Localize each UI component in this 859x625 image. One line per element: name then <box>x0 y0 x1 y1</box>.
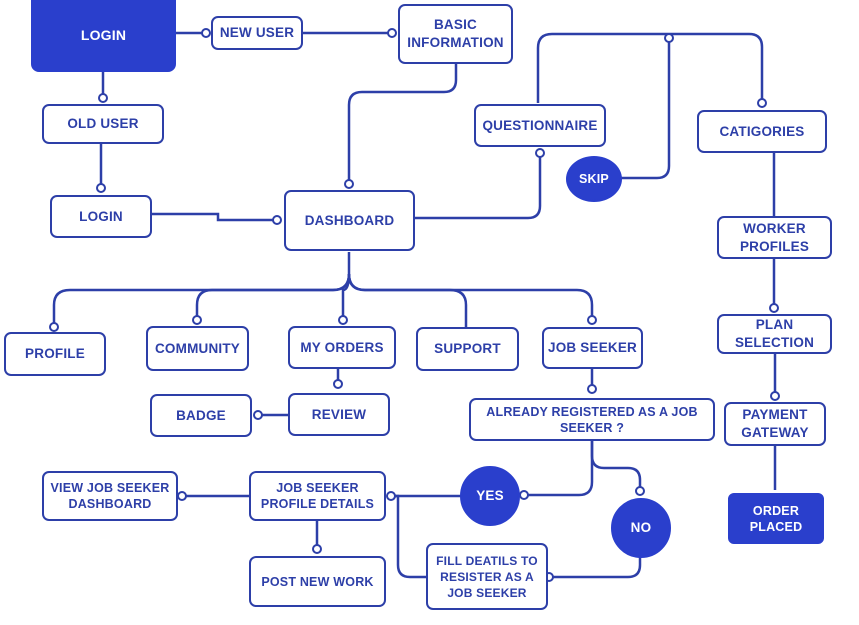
already-registered-node: ALREADY REGISTERED AS A JOB SEEKER ? <box>469 398 715 441</box>
plan-selection-node: PLAN SELECTION <box>717 314 832 354</box>
payment-gateway-node: PAYMENT GATEWAY <box>724 402 826 446</box>
support-label: SUPPORT <box>434 341 501 356</box>
plan-selection-label: PLAN SELECTION <box>734 317 815 350</box>
questionnaire-node: QUESTIONNAIRE <box>474 104 606 147</box>
view-job-seeker-dashboard-label: VIEW JOB SEEKER DASHBOARD <box>50 481 170 511</box>
review-node: REVIEW <box>288 393 390 436</box>
my-orders-label: MY ORDERS <box>300 339 384 355</box>
skip-node: SKIP <box>566 156 622 202</box>
no-label: NO <box>630 520 652 535</box>
skip-label: SKIP <box>579 172 609 186</box>
new-user-label: NEW USER <box>219 25 295 40</box>
old-user-label: OLD USER <box>67 116 139 131</box>
worker-profiles-node: WORKER PROFILES <box>717 216 832 259</box>
questionnaire-label: QUESTIONNAIRE <box>482 117 598 133</box>
order-placed-label: ORDER PLACED <box>749 503 803 534</box>
job-seeker-profile-details-node: JOB SEEKER PROFILE DETAILS <box>249 471 386 521</box>
dashboard-label: DASHBOARD <box>304 212 395 228</box>
post-new-work-node: POST NEW WORK <box>249 556 386 607</box>
old-user-node: OLD USER <box>42 104 164 144</box>
community-node: COMMUNITY <box>146 326 249 371</box>
my-orders-node: MY ORDERS <box>288 326 396 369</box>
job-seeker-node: JOB SEEKER <box>542 327 643 369</box>
fill-details-label: FILL DEATILS TO RESISTER AS A JOB SEEKER <box>436 553 538 600</box>
order-placed-node: ORDER PLACED <box>728 493 824 544</box>
profile-node: PROFILE <box>4 332 106 376</box>
community-label: COMMUNITY <box>154 340 241 356</box>
job-seeker-profile-details-label: JOB SEEKER PROFILE DETAILS <box>260 481 375 511</box>
login-node: LOGIN <box>50 195 152 238</box>
login-main-label: LOGIN <box>80 27 127 43</box>
basic-information-label: BASIC INFORMATION <box>407 17 504 50</box>
job-seeker-label: JOB SEEKER <box>547 340 638 355</box>
badge-label: BADGE <box>176 407 226 423</box>
post-new-work-label: POST NEW WORK <box>261 574 374 589</box>
already-registered-label: ALREADY REGISTERED AS A JOB SEEKER ? <box>486 404 698 435</box>
view-job-seeker-dashboard-node: VIEW JOB SEEKER DASHBOARD <box>42 471 178 521</box>
categories-node: CATIGORIES <box>697 110 827 153</box>
review-label: REVIEW <box>311 406 367 422</box>
categories-label: CATIGORIES <box>719 123 805 139</box>
payment-gateway-label: PAYMENT GATEWAY <box>741 407 809 440</box>
profile-label: PROFILE <box>25 346 85 361</box>
login-main-node: LOGIN <box>31 0 176 72</box>
no-node: NO <box>611 498 671 558</box>
fill-details-node: FILL DEATILS TO RESISTER AS A JOB SEEKER <box>426 543 548 610</box>
dashboard-node: DASHBOARD <box>284 190 415 251</box>
yes-node: YES <box>460 466 520 526</box>
basic-information-node: BASIC INFORMATION <box>398 4 513 64</box>
support-node: SUPPORT <box>416 327 519 371</box>
login-label: LOGIN <box>79 208 123 224</box>
yes-label: YES <box>476 488 504 503</box>
new-user-node: NEW USER <box>211 16 303 50</box>
badge-node: BADGE <box>150 394 252 437</box>
worker-profiles-label: WORKER PROFILES <box>739 220 810 254</box>
